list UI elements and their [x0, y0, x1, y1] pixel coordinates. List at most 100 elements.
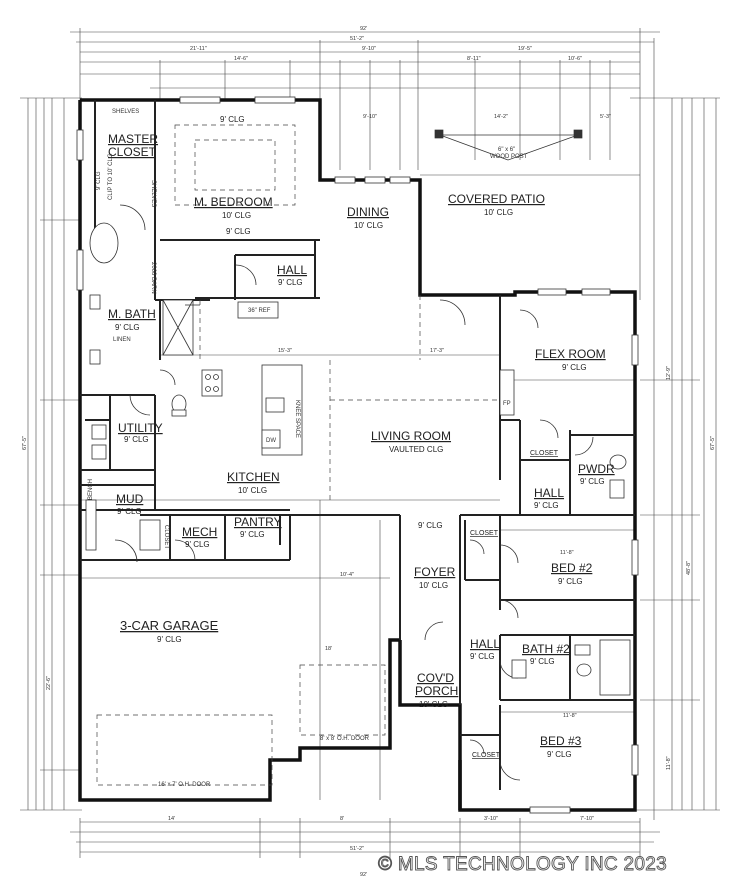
dim-patio-off: 5'-3": [600, 114, 611, 120]
hall-upper-label: HALL: [277, 263, 307, 277]
covd-porch-label-2: PORCH: [415, 684, 458, 698]
bed3-clg: 9' CLG: [547, 750, 572, 759]
master-closet-label-1: MASTER: [108, 132, 158, 146]
washer-icon: [91, 424, 107, 440]
living-room-clg: VAULTED CLG: [389, 445, 443, 454]
dim-top-a: 21'-11": [190, 46, 207, 52]
covd-porch-label-1: COV'D: [417, 671, 454, 685]
master-closet-label-2: CLOSET: [108, 145, 157, 159]
barn-label: 2068 BARN: [150, 262, 156, 294]
sink-icon: [89, 294, 101, 310]
m-bedroom-clg2: 9' CLG: [226, 227, 251, 236]
dim-top-b: 9'-10": [362, 46, 376, 52]
closet-mech-label: CLOSET: [163, 525, 169, 549]
shelves-side-label: SHELVES: [150, 180, 156, 207]
mech-clg: 9' CLG: [185, 540, 210, 549]
garage-label: 3-CAR GARAGE: [120, 618, 219, 633]
dim-top-f: 10'-6": [568, 56, 582, 62]
living-room-label: LIVING ROOM: [371, 429, 451, 443]
bath2-label: BATH #2: [522, 642, 570, 656]
m-bedroom-clg1: 10' CLG: [222, 211, 251, 220]
m-bedroom-top-clg: 9' CLG: [220, 115, 245, 124]
mud-clg: 9' CLG: [117, 507, 142, 516]
patio-beam: [434, 129, 583, 161]
m-bedroom-label: M. BEDROOM: [194, 195, 273, 209]
dim-door-16: 18': [325, 646, 332, 652]
covd-porch-clg: 10' CLG: [419, 700, 448, 709]
dim-garage-depth: 22'-6": [46, 676, 52, 690]
bed2-clg: 9' CLG: [558, 577, 583, 586]
refrigerator-icon: [237, 301, 279, 319]
mech-label: MECH: [182, 525, 217, 539]
covered-patio-label: COVERED PATIO: [448, 192, 545, 206]
dim-bottom-total: 51'-2": [350, 846, 364, 852]
garage-door-big-label: 16' x 7' O.H. DOOR: [158, 782, 211, 788]
dim-bottom-2: 8': [340, 816, 344, 822]
ref-label: 36" REF: [248, 308, 271, 314]
flex-room-clg: 9' CLG: [562, 363, 587, 372]
dim-liv-w: 17'-3": [430, 348, 444, 354]
dim-kit-w: 15'-3": [278, 348, 292, 354]
bath2-clg: 9' CLG: [530, 657, 555, 666]
post-size-label: 6" x 6": [498, 147, 515, 153]
closet-bed3-label: CLOSET: [472, 752, 501, 759]
dim-overall-top: 92': [360, 26, 367, 32]
dim-patio-w: 14'-2": [494, 114, 508, 120]
tub-icon: [89, 222, 119, 264]
foyer-label: FOYER: [414, 565, 456, 579]
bath2-toilet-icon: [576, 663, 592, 677]
fireplace-label: FP: [503, 401, 511, 407]
kitchen-label: KITCHEN: [227, 470, 280, 484]
bed2-label: BED #2: [551, 561, 593, 575]
foyer-clg: 10' CLG: [419, 581, 448, 590]
utility-clg: 9' CLG: [124, 435, 149, 444]
kitchen-clg: 10' CLG: [238, 486, 267, 495]
covered-patio-clg: 10' CLG: [484, 208, 513, 217]
windows: [76, 96, 639, 814]
dryer-icon: [91, 444, 107, 460]
dishwasher-icon: [261, 429, 281, 449]
hall-lower-label: HALL: [470, 637, 500, 651]
linen-label: LINEN: [113, 337, 131, 343]
dining-clg: 10' CLG: [354, 221, 383, 230]
hall-lower-clg: 9' CLG: [470, 652, 495, 661]
dim-bed2-h: 48'-8": [686, 561, 692, 575]
garage-door-small-label: 8' x 8' O.H. DOOR: [320, 736, 370, 742]
pantry-label: PANTRY: [234, 515, 282, 529]
m-bath-clg: 9' CLG: [115, 323, 140, 332]
bed3-label: BED #3: [540, 734, 582, 748]
knee-space-label: KNEE SPACE: [294, 400, 300, 438]
flex-room-label: FLEX ROOM: [535, 347, 606, 361]
closet-foyer-label: CLOSET: [470, 530, 499, 537]
pwdr-label: PWDR: [578, 462, 615, 476]
dim-bed3-w: 11'-8": [563, 713, 577, 719]
pantry-clg: 9' CLG: [240, 530, 265, 539]
fixtures: [85, 222, 631, 696]
interior-walls: [80, 100, 635, 790]
dim-bed2-w: 11'-8": [560, 550, 574, 556]
hall-right-clg: 9' CLG: [534, 501, 559, 510]
hall-right-label: HALL: [534, 486, 564, 500]
range-icon: [201, 369, 223, 397]
garage-step-icon: [139, 519, 161, 551]
foyer-top-clg: 9' CLG: [418, 521, 443, 530]
bath2-tub-icon: [599, 639, 631, 696]
dim-top-d: 14'-6": [234, 56, 248, 62]
pwdr-toilet-icon: [609, 454, 627, 470]
watermark-text: © MLS TECHNOLOGY INC 2023: [378, 854, 667, 875]
mud-label: MUD: [116, 492, 144, 506]
dim-top-c: 19'-5": [518, 46, 532, 52]
dining-label: DINING: [347, 205, 389, 219]
bench-icon: [85, 499, 97, 551]
pwdr-clg: 9' CLG: [580, 477, 605, 486]
dim-bed3-h: 11'-8": [666, 756, 672, 770]
dim-garage-w: 10'-4": [340, 572, 354, 578]
dim-dining-w: 9'-10": [363, 114, 377, 120]
clip-label: CLIP TO 10' CLG: [108, 153, 114, 200]
dim-flex-h: 12'-9": [666, 366, 672, 380]
dim-bottom-1: 14': [168, 816, 175, 822]
hall-upper-clg: 9' CLG: [278, 278, 303, 287]
utility-label: UTILITY: [118, 421, 163, 435]
m-bath-label: M. BATH: [108, 307, 156, 321]
